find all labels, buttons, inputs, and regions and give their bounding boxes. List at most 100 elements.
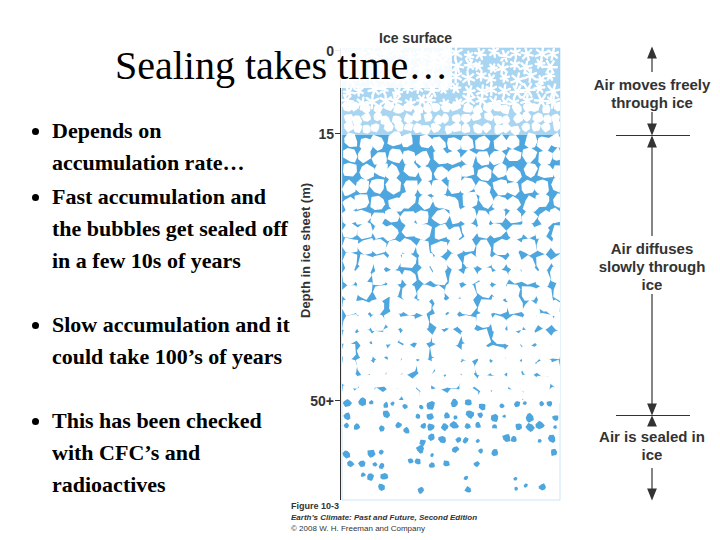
air-bubble bbox=[378, 484, 385, 491]
air-bubble bbox=[380, 473, 388, 480]
air-bubble bbox=[452, 446, 460, 453]
ice-grain bbox=[548, 208, 560, 224]
firn-grain bbox=[360, 103, 371, 114]
copyright-note: © 2008 W. H. Freeman and Company bbox=[291, 524, 425, 534]
air-bubble bbox=[368, 450, 376, 458]
firn-grain bbox=[510, 126, 520, 136]
snowflake bbox=[463, 72, 475, 84]
firn-grain bbox=[543, 115, 552, 124]
air-bubble bbox=[502, 415, 506, 418]
firn-grain bbox=[352, 115, 362, 125]
ice-grain bbox=[489, 151, 506, 166]
air-bubble bbox=[476, 439, 480, 443]
snowflake bbox=[477, 95, 487, 105]
ice-grain bbox=[398, 191, 416, 209]
air-bubble bbox=[465, 399, 472, 405]
firn-grain bbox=[371, 123, 380, 132]
firn-grain bbox=[463, 103, 474, 113]
bullet-dot bbox=[32, 194, 39, 201]
snowflake bbox=[451, 60, 463, 72]
air-bubble bbox=[477, 413, 483, 419]
air-bubble bbox=[499, 404, 504, 409]
snowflake bbox=[525, 69, 537, 82]
bullet-dot bbox=[32, 418, 39, 425]
air-bubble bbox=[383, 410, 390, 418]
ice-grain bbox=[524, 163, 538, 178]
ice-grain bbox=[366, 298, 385, 315]
ice-grain bbox=[382, 224, 398, 241]
book-title: Earth’s Climate: Past and Future, Second… bbox=[291, 513, 477, 523]
ice-grain bbox=[447, 137, 461, 152]
firn-grain bbox=[384, 122, 394, 132]
snowflake bbox=[511, 74, 524, 87]
firn-grain bbox=[351, 102, 360, 112]
ice-grain bbox=[550, 267, 560, 283]
ice-grain bbox=[402, 150, 416, 164]
ice-grain bbox=[343, 163, 357, 177]
ice-grain bbox=[441, 369, 462, 388]
firn-grain bbox=[532, 113, 543, 123]
firn-grain bbox=[532, 121, 541, 131]
air-bubble bbox=[354, 423, 360, 429]
ice-grain bbox=[536, 313, 556, 330]
bullet-item: This has been checked with CFC’s and rad… bbox=[30, 405, 292, 501]
ice-grain bbox=[418, 193, 433, 210]
firn-grain bbox=[423, 103, 432, 113]
ice-grain bbox=[519, 222, 536, 239]
firn-grain bbox=[383, 101, 394, 111]
ice-grain bbox=[460, 136, 474, 151]
air-bubble bbox=[402, 404, 407, 409]
firn-grain bbox=[499, 105, 510, 115]
ice-grain bbox=[505, 182, 520, 196]
snowflake bbox=[511, 60, 519, 69]
ice-grain bbox=[414, 341, 430, 361]
depth-value: 50+ bbox=[310, 393, 334, 409]
ice-grain bbox=[370, 196, 385, 210]
snowflake bbox=[536, 47, 548, 60]
bullet-item: Depends on accumulation rate… bbox=[30, 115, 292, 179]
ice-grain bbox=[342, 180, 356, 197]
figure-number: Figure 10-3 bbox=[291, 501, 339, 511]
air-bubble bbox=[465, 423, 472, 429]
firn-grain bbox=[512, 103, 522, 114]
firn-grain bbox=[522, 112, 531, 122]
ice-grain bbox=[430, 137, 446, 152]
air-bubble bbox=[547, 401, 553, 407]
ice-grain bbox=[552, 312, 560, 331]
air-bubble bbox=[548, 435, 556, 443]
air-bubble bbox=[390, 401, 394, 406]
snowflake bbox=[522, 49, 533, 60]
ice-grain bbox=[430, 269, 448, 285]
air-bubble bbox=[513, 477, 517, 481]
ice-grain bbox=[505, 208, 522, 224]
firn-grain bbox=[395, 121, 404, 131]
air-bubble bbox=[492, 424, 497, 428]
ice-grain bbox=[414, 224, 432, 240]
firn-grain bbox=[530, 103, 540, 112]
air-bubble bbox=[379, 463, 384, 469]
snowflake bbox=[424, 96, 434, 105]
snowflake bbox=[451, 84, 460, 93]
surface-label: Ice surface bbox=[377, 30, 454, 46]
air-bubble bbox=[444, 412, 450, 418]
air-bubble bbox=[441, 423, 449, 431]
air-bubble bbox=[418, 487, 424, 494]
ice-grain bbox=[386, 176, 402, 194]
firn-grain bbox=[553, 102, 560, 112]
snowflake bbox=[489, 64, 497, 71]
air-bubble bbox=[536, 421, 545, 430]
ice-grain bbox=[536, 254, 552, 273]
axis-title: Depth in ice sheet (m) bbox=[298, 183, 314, 318]
air-bubble bbox=[358, 397, 366, 406]
air-bubble bbox=[379, 450, 384, 455]
firn-grain bbox=[461, 114, 471, 124]
firn-grain bbox=[473, 124, 483, 134]
ice-grain bbox=[371, 135, 385, 151]
ice-grain bbox=[475, 136, 490, 151]
ice-grain bbox=[456, 294, 477, 315]
ice-grain bbox=[534, 180, 549, 195]
air-bubble bbox=[343, 413, 350, 421]
ice-grain bbox=[357, 221, 373, 239]
ice-grain bbox=[476, 311, 494, 328]
